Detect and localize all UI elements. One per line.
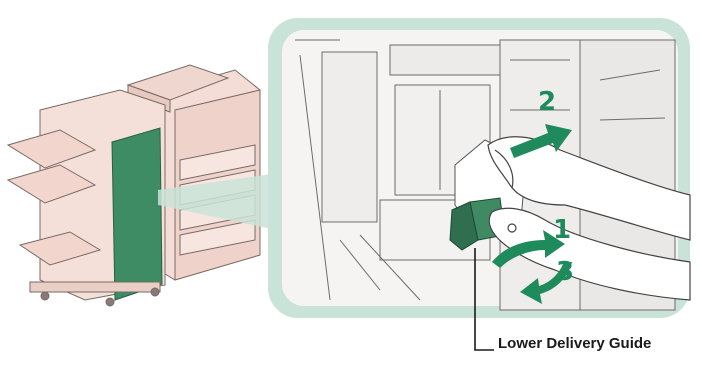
callout-label-lower-delivery-guide: Lower Delivery Guide xyxy=(498,335,651,352)
step-number-1: 1 xyxy=(553,215,571,245)
step-number-2: 2 xyxy=(538,87,556,117)
step-number-3: 3 xyxy=(556,257,574,287)
